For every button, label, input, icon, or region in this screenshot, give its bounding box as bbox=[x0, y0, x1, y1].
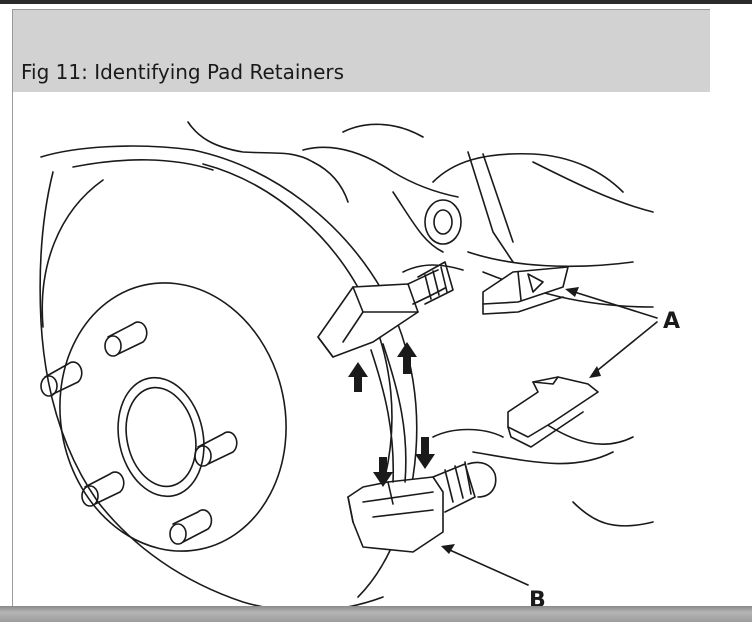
arrow-up-icon bbox=[348, 362, 368, 392]
upper-caliper-bracket bbox=[317, 261, 454, 358]
lower-caliper-bracket bbox=[347, 461, 497, 553]
callout-leaders bbox=[442, 289, 658, 586]
brake-diagram: A B bbox=[39, 121, 680, 613]
callout-arrowheads bbox=[441, 287, 601, 554]
pad-retainer-upper bbox=[482, 266, 569, 315]
window-top-border bbox=[0, 0, 752, 4]
arrow-up-icon bbox=[397, 342, 417, 374]
figure-panel: Fig 11: Identifying Pad Retainers bbox=[12, 9, 711, 615]
wheel-studs bbox=[40, 321, 238, 545]
callout-label-a: A bbox=[663, 309, 680, 334]
arrow-down-icon bbox=[415, 437, 435, 469]
pad-direction-arrows bbox=[348, 342, 435, 487]
figure-caption: Fig 11: Identifying Pad Retainers bbox=[21, 60, 345, 84]
suspension-sketch bbox=[187, 121, 654, 527]
pad-retainer-lower bbox=[507, 376, 599, 448]
page-margin bbox=[710, 9, 752, 606]
caption-bar: Fig 11: Identifying Pad Retainers bbox=[13, 10, 710, 92]
arrow-down-icon bbox=[373, 457, 393, 487]
pad-slide-track bbox=[370, 343, 407, 483]
window-bottom-bar bbox=[0, 606, 752, 622]
